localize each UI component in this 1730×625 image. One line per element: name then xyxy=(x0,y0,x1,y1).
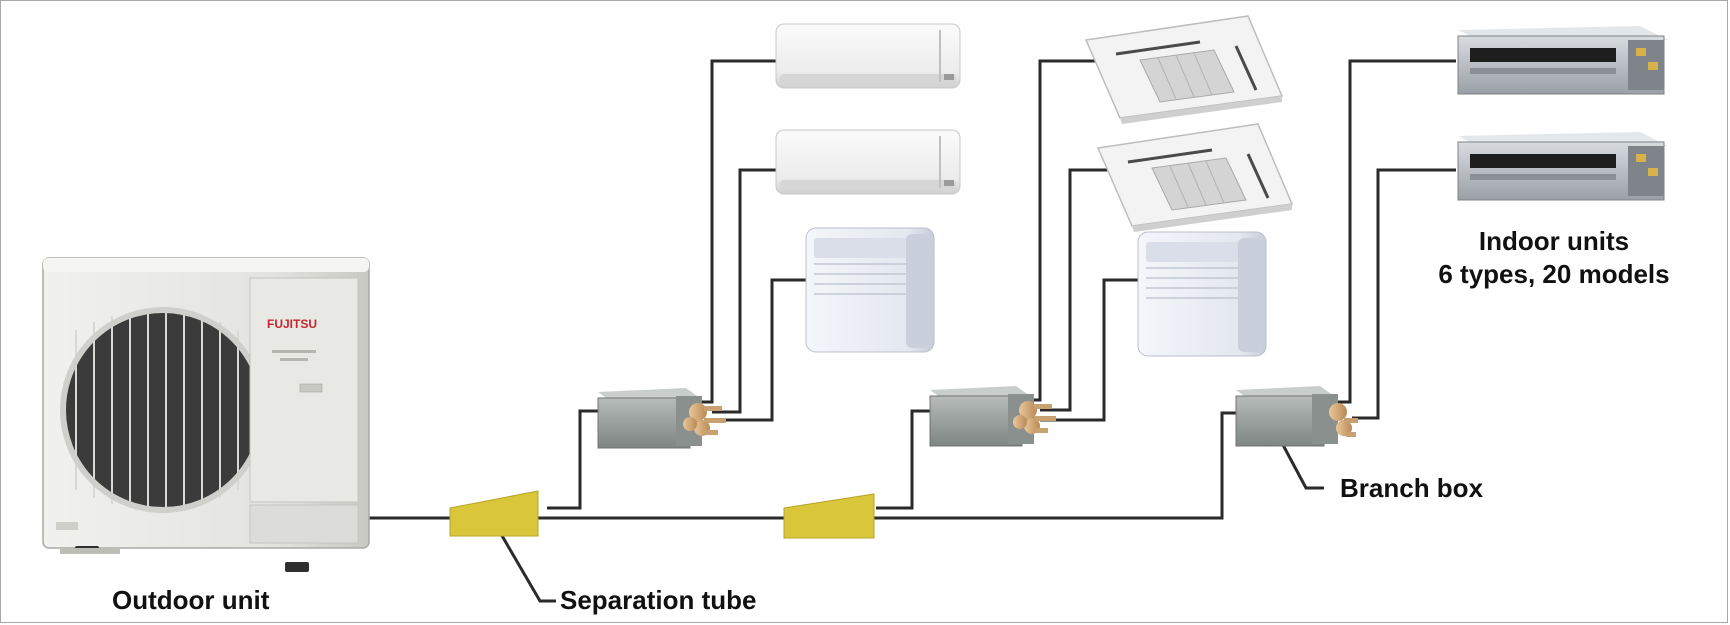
brand-logo: FUJITSU xyxy=(267,317,317,331)
outdoor-unit-icon: FUJITSU xyxy=(42,257,370,572)
wall-mounted-indoor-unit-icon xyxy=(775,23,961,89)
pipe-bb3-duct-1 xyxy=(1338,59,1456,404)
pipe-bb3-duct-2 xyxy=(1352,168,1456,420)
pipe-bb2-floor xyxy=(1040,278,1138,422)
branch-box-label: Branch box xyxy=(1340,473,1484,503)
ducted-indoor-unit-icon xyxy=(1457,26,1668,95)
cassette-indoor-unit-icon xyxy=(1096,123,1294,232)
leader-lines xyxy=(492,429,1324,603)
pipe-to-branch-box-2 xyxy=(876,409,934,510)
indoor-units-count-label: 6 types, 20 models xyxy=(1438,259,1669,289)
indoor-units-label: Indoor units xyxy=(1479,226,1629,256)
pipe-bb1-floor xyxy=(712,278,806,422)
pipe-bb2-cassette-2 xyxy=(1040,168,1108,412)
pipe-to-branch-box-1 xyxy=(547,409,602,510)
leader-separation-tube xyxy=(492,521,556,603)
pipe-bb1-wall-1 xyxy=(700,59,776,404)
wall-mounted-indoor-unit-icon xyxy=(775,129,961,195)
pipe-bb2-cassette-1 xyxy=(1030,59,1098,402)
ducted-indoor-unit-icon xyxy=(1457,132,1668,201)
pipe-bb1-wall-2 xyxy=(712,168,776,414)
branch-box-icon xyxy=(1235,386,1358,447)
branch-box-icon xyxy=(929,386,1056,447)
cassette-indoor-unit-icon xyxy=(1084,15,1284,124)
leader-branch-box xyxy=(1273,429,1324,490)
floor-standing-indoor-unit-icon xyxy=(1137,231,1267,357)
floor-standing-indoor-unit-icon xyxy=(805,227,935,353)
separation-tube-icon xyxy=(449,490,539,537)
refrigerant-piping xyxy=(368,59,1456,520)
branch-box-icon xyxy=(597,388,726,449)
outdoor-unit-label: Outdoor unit xyxy=(112,585,270,615)
separation-tube-icon xyxy=(783,493,875,539)
separation-tube-label: Separation tube xyxy=(560,585,756,615)
